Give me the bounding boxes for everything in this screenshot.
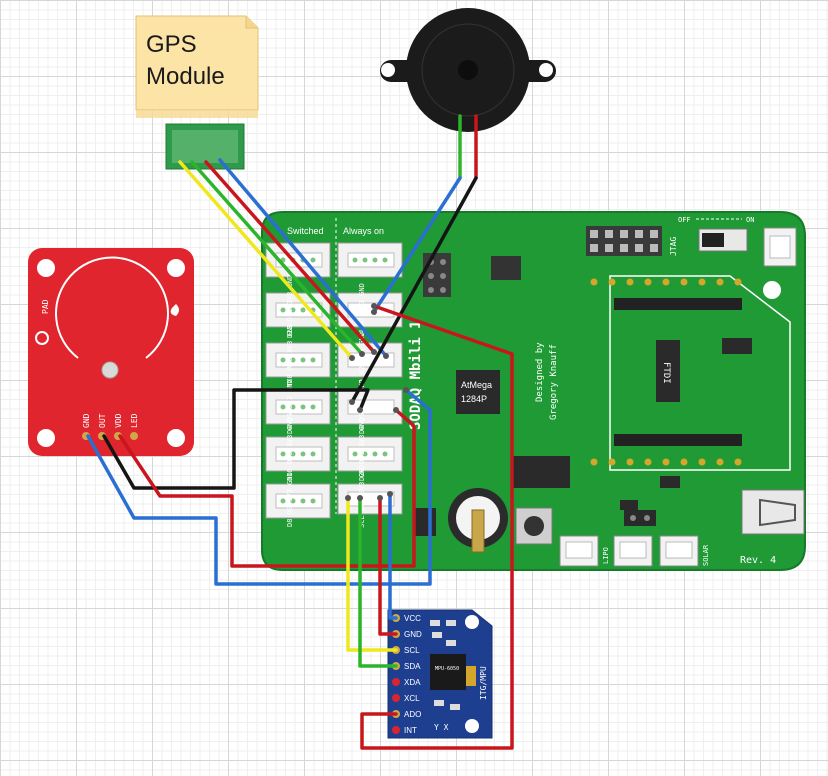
jtag-label: JTAG [669, 237, 678, 256]
sensor-pin-gnd-label: GND [82, 413, 91, 428]
small-ic [722, 338, 752, 354]
wires [86, 114, 514, 750]
always-on-header-label: Always on [343, 226, 384, 236]
mpu-pin-xcl-label: XCL [404, 694, 420, 703]
grove-connector-l5[interactable] [265, 436, 331, 472]
mpu-pin-int-label: INT [404, 726, 417, 735]
buzzer[interactable] [380, 8, 556, 132]
gpio-pads-bottom [590, 458, 742, 466]
reset-button[interactable] [515, 507, 553, 545]
wire-endpoints [345, 303, 409, 501]
mpu-pin-vcc-label: VCC [404, 614, 421, 623]
small-component-2 [620, 500, 638, 510]
mpu-board-label: ITG/MPU [479, 666, 488, 700]
solar-label: SOLAR [702, 544, 710, 566]
grove-label-d4: D4 D5 3V3 GND [286, 379, 294, 434]
wire-sensor-gnd-blue[interactable] [86, 388, 432, 586]
mounting-hole-top [763, 281, 781, 299]
jumper-header[interactable] [624, 510, 656, 526]
revision-label: Rev. 4 [740, 555, 776, 566]
small-component-1 [660, 476, 680, 488]
grove-label-d8: D8 D9 3V3 GND [286, 472, 294, 527]
wire-sensor-vdd-red[interactable] [118, 408, 416, 568]
switch-on-label: ON [746, 216, 754, 224]
wire-gps-red[interactable] [204, 160, 376, 354]
wire-imu-gnd-red[interactable] [378, 496, 398, 636]
wire-gps-blue[interactable] [218, 158, 388, 358]
mpu-pin-sda-label: SDA [404, 662, 421, 671]
mpu-chip-text: MPU-6050 [435, 666, 459, 672]
wire-imu-vcc-blue[interactable] [388, 492, 398, 620]
grove-connector-l3[interactable] [265, 342, 331, 378]
gps-note-line1: GPS [146, 31, 197, 58]
mpu-pin-gnd-label: GND [404, 630, 422, 639]
wire-imu-ado-red[interactable] [360, 304, 514, 750]
battery-connector[interactable] [763, 227, 797, 267]
header-pins [423, 253, 451, 297]
voltage-regulator [491, 256, 521, 280]
mpu-pin-ado-label: ADO [404, 710, 421, 719]
wire-buzzer-black[interactable] [350, 176, 478, 404]
mpu6050-board[interactable] [387, 609, 493, 739]
sensor-pin-vdd-label: VDD [114, 413, 123, 428]
extra-connector[interactable] [613, 535, 653, 567]
board-name-label: SODAQ Mbili 1 [408, 320, 424, 430]
grove-label-a4: A4 A5 3V3 GND [358, 283, 366, 338]
touch-sensor-board[interactable] [28, 248, 194, 456]
switch-off-label: OFF [678, 216, 691, 224]
coin-cell-battery [448, 488, 508, 553]
mcu-label-line1: AtMega [461, 380, 492, 390]
grove-connector-l6[interactable] [265, 483, 331, 519]
jtag-header[interactable] [586, 226, 662, 256]
ftdi-chip [656, 340, 680, 402]
wire-sensor-out-black[interactable] [102, 388, 370, 490]
gps-note-line2: Module [146, 63, 225, 90]
gpio-pads-top [590, 278, 742, 286]
grove-label-d10: D10 D11 3V3 GND [286, 275, 294, 338]
grove-label-a1: A1 A2 3V3 GND [358, 332, 366, 387]
grove-connector-l4[interactable] [265, 389, 331, 425]
solar-connector[interactable] [659, 535, 699, 567]
wire-buzzer-blue[interactable] [372, 176, 462, 314]
usb-connector[interactable] [741, 489, 805, 535]
capacitor [414, 508, 436, 536]
wire-gps-green[interactable] [190, 160, 364, 356]
switched-header-label: Switched [287, 226, 324, 236]
xbee-header-bottom [614, 434, 742, 446]
sensor-pin-led-label: LED [130, 413, 139, 428]
grove-connector-r4[interactable] [337, 389, 403, 425]
sensor-pad-label: PAD [41, 299, 50, 314]
grove-label-d18: D18 D19 3V3 GND [286, 418, 294, 481]
wire-imu-scl-yellow[interactable] [346, 496, 398, 652]
mcu-label-line2: 1284P [461, 394, 487, 404]
mpu-pin-scl-label: SCL [404, 646, 420, 655]
mcu-chip [456, 370, 500, 414]
xbee-header-top [614, 298, 742, 310]
wire-gps-yellow[interactable] [178, 160, 354, 360]
lipo-connector[interactable] [559, 535, 599, 567]
designer-label-line1: Designed by [535, 342, 545, 402]
sd-card-slot [512, 456, 570, 488]
mpu-pin-xda-label: XDA [404, 678, 421, 687]
lipo-label: LIPO [602, 547, 610, 564]
grove-connector-r5[interactable] [337, 436, 403, 472]
gps-note: GPS Module [135, 15, 259, 118]
sensor-pin-out-label: OUT [98, 413, 107, 428]
grove-connector-r1[interactable] [337, 242, 403, 278]
wire-imu-sda-green[interactable] [358, 496, 398, 668]
power-switch[interactable] [698, 228, 748, 252]
grove-label-d20: D20 D21 3V3 GND [358, 418, 366, 481]
ftdi-label: FTDI [661, 362, 671, 384]
mpu-axes-label: Y X [434, 723, 449, 732]
designer-label-line2: Gregory Knauff [549, 344, 559, 420]
xbee-outline [609, 275, 791, 471]
grove-label-tx0: TX0 RX0 3V3 GND [286, 324, 294, 387]
